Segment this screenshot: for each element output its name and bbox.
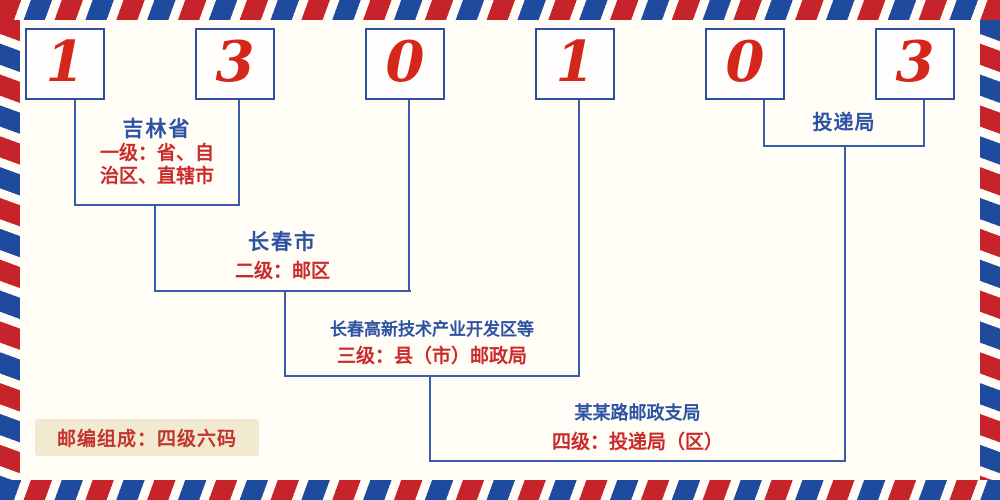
digit-box-5: 0 — [705, 28, 785, 100]
composition-note: 邮编组成：四级六码 — [35, 419, 259, 456]
delivery-office-label: 投递局 — [812, 110, 876, 134]
digit5-drop-line — [763, 100, 765, 147]
digit-box-4: 1 — [535, 28, 615, 100]
airmail-border-left — [0, 20, 20, 480]
level4-left-line — [429, 375, 431, 462]
digit-box-6: 3 — [875, 28, 955, 100]
digit2-drop-line — [238, 100, 240, 206]
digit-2: 3 — [215, 29, 255, 95]
level4-bracket-line — [429, 460, 846, 462]
level2-region-label: 长春市 — [248, 230, 317, 254]
level2-bracket-line — [154, 290, 411, 292]
composition-note-text: 邮编组成：四级六码 — [56, 428, 237, 450]
digit-box-2: 3 — [195, 28, 275, 100]
digit6-drop-line — [923, 100, 925, 147]
level1-bracket-line — [74, 204, 240, 206]
level3-bracket-line — [284, 375, 580, 377]
digit-6: 3 — [895, 29, 935, 95]
level4-region-label: 某某路邮政支局 — [574, 403, 701, 424]
airmail-border-bottom — [0, 480, 1000, 500]
level1-desc-label: 一级：省、自 治区、直辖市 — [99, 142, 214, 187]
digit4-drop-line — [578, 100, 580, 377]
airmail-border-right — [980, 20, 1000, 480]
level2-desc-label: 二级：邮区 — [234, 260, 330, 282]
digit-4: 1 — [555, 29, 595, 95]
level1-region-label: 吉林省 — [122, 117, 192, 141]
level3-region-label: 长春高新技术产业开发区等 — [330, 320, 534, 340]
level3-desc-label: 三级：县（市）邮政局 — [336, 345, 527, 367]
level3-left-line — [284, 290, 286, 377]
airmail-border-top — [0, 0, 1000, 20]
level4-desc-label: 四级：投递局（区） — [551, 431, 723, 453]
delivery-to-level4-line — [844, 145, 846, 462]
digit-3: 0 — [385, 29, 425, 95]
digit-1: 1 — [45, 29, 85, 95]
digit3-drop-line — [408, 100, 410, 292]
digit-5: 0 — [725, 29, 765, 95]
level2-left-line — [154, 204, 156, 292]
digit-box-3: 0 — [365, 28, 445, 100]
digit-box-1: 1 — [25, 28, 105, 100]
digit1-drop-line — [74, 100, 76, 206]
